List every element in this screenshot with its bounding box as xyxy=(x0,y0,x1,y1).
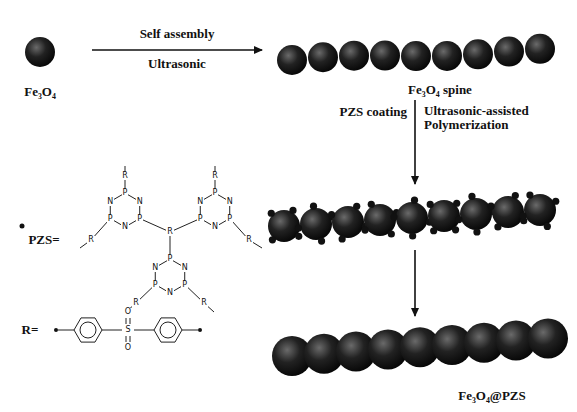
pzs-particle xyxy=(318,238,325,245)
atom-symbol: P xyxy=(197,215,204,223)
fe3o4-particle xyxy=(25,37,55,67)
pzs-particle xyxy=(487,203,494,210)
pzs-particle xyxy=(368,201,375,208)
step-label: Ultrasonic-assisted Polymerization xyxy=(424,104,564,133)
pzs-particle xyxy=(295,224,302,231)
pzs-particle xyxy=(289,207,296,214)
substituent-symbol: R xyxy=(200,299,208,307)
fe3o4-particle xyxy=(332,206,364,238)
dot-marker xyxy=(20,224,25,229)
fe3o4-particle xyxy=(460,198,492,230)
atom-symbol: N xyxy=(106,198,114,206)
pzs-particle xyxy=(552,198,559,205)
atom-symbol: P xyxy=(226,215,233,223)
fe3o4-particle xyxy=(401,41,431,71)
pzs-particle xyxy=(339,235,346,242)
pzs-particle xyxy=(388,230,395,237)
atom-symbol: N xyxy=(121,223,129,231)
fe3o4-particle xyxy=(308,42,338,72)
fe3o4-particle xyxy=(370,41,400,71)
atom-symbol: N xyxy=(211,223,219,231)
material-label: Fe₃O₄ spine xyxy=(408,83,472,97)
pzs-particle xyxy=(519,212,526,219)
pzs-particle xyxy=(310,203,317,210)
step-label: Self assembly xyxy=(140,27,215,41)
process-arrow xyxy=(92,49,262,51)
pzs-particle xyxy=(473,228,480,235)
substituent-symbol: R xyxy=(121,172,129,180)
fe3o4-particle xyxy=(524,194,556,226)
atom-symbol: S xyxy=(124,326,131,334)
pzs-particle xyxy=(328,211,335,218)
pzs-particle xyxy=(269,236,276,243)
atom-symbol: N xyxy=(181,264,189,272)
pzs-particle xyxy=(468,193,475,200)
pzs-particle xyxy=(268,210,275,217)
pzs-particle xyxy=(526,191,533,198)
substituent-symbol: R xyxy=(166,228,174,236)
atom-symbol: P xyxy=(212,189,219,197)
material-label: Fe₃O₄ xyxy=(24,85,56,99)
fe3o4-particle xyxy=(492,196,524,228)
coated-particle xyxy=(528,318,568,358)
pzs-particle xyxy=(390,213,397,220)
pzs-particle xyxy=(494,223,501,230)
pzs-particle xyxy=(452,226,459,233)
atom-symbol: P xyxy=(181,281,188,289)
substituent-symbol: R xyxy=(132,299,140,307)
pzs-particle xyxy=(409,232,416,239)
fe3o4-particle xyxy=(463,39,493,69)
atom-symbol: N xyxy=(136,198,144,206)
process-arrow xyxy=(414,250,416,316)
pzs-structure xyxy=(80,166,262,312)
atom-symbol: O xyxy=(124,344,132,352)
substituent-symbol: R xyxy=(211,172,219,180)
atom-symbol: N xyxy=(226,198,234,206)
substituent-symbol: R xyxy=(245,236,253,244)
step-label: Ultrasonic xyxy=(148,57,206,71)
fe3o4-particle xyxy=(494,37,524,67)
pzs-particle xyxy=(361,226,368,233)
atom-symbol: P xyxy=(152,281,159,289)
fe3o4-particle xyxy=(396,202,428,234)
fe3o4-particle xyxy=(277,45,307,75)
atom-symbol: N xyxy=(151,264,159,272)
atom-symbol: P xyxy=(167,255,174,263)
fe3o4-particle xyxy=(300,208,332,240)
pzs-particle xyxy=(353,203,360,210)
fe3o4-particle xyxy=(525,34,555,64)
atom-symbol: N xyxy=(196,198,204,206)
fe3o4-particle xyxy=(339,41,369,71)
pzs-particle xyxy=(544,223,551,230)
pzs-particle xyxy=(455,216,462,223)
atom-symbol: N xyxy=(166,289,174,297)
pzs-particle xyxy=(512,192,519,199)
step-label: PZS coating xyxy=(339,105,407,119)
material-label: Fe₃O₄@PZS xyxy=(458,389,526,403)
pzs-particle xyxy=(430,227,437,234)
atom-symbol: O xyxy=(124,308,132,316)
process-arrow xyxy=(414,100,416,184)
formula-label: PZS= xyxy=(28,233,59,247)
atom-symbol: P xyxy=(136,215,143,223)
formula-label: R= xyxy=(22,323,39,337)
substituent-symbol: R xyxy=(87,236,95,244)
pzs-particle xyxy=(453,200,460,207)
pzs-particle xyxy=(411,197,418,204)
atom-symbol: P xyxy=(107,215,114,223)
pzs-particle xyxy=(427,201,434,208)
fe3o4-particle xyxy=(432,41,462,71)
atom-symbol: P xyxy=(122,189,129,197)
chemical-bond xyxy=(170,219,200,233)
particle-chains xyxy=(268,34,568,376)
r-group-structure xyxy=(54,318,202,342)
pzs-particle xyxy=(295,233,302,240)
